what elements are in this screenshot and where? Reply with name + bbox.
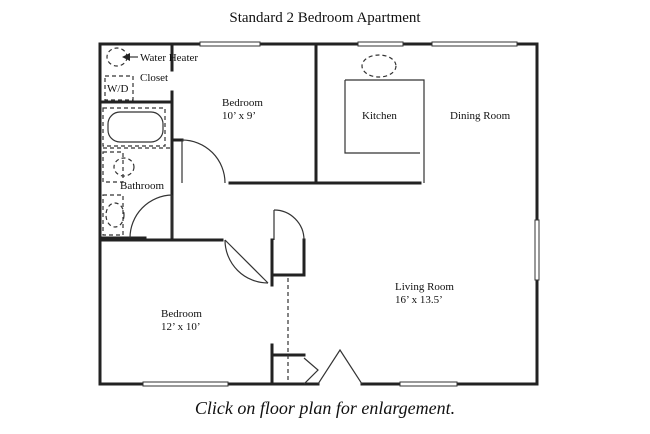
bedroom1-size-label: 10’ x 9’ <box>222 110 256 122</box>
bedroom1-name-label: Bedroom <box>222 97 263 109</box>
bathroom-fixtures <box>102 107 170 236</box>
enlarge-floor-plan-link[interactable]: Click on floor plan for enlargement. <box>194 398 456 418</box>
bathroom-label: Bathroom <box>120 180 164 192</box>
closet-label: Closet <box>140 72 168 84</box>
living-room-name-label: Living Room <box>395 281 454 293</box>
bedroom2-size-label: 12’ x 10’ <box>161 321 201 333</box>
living-room-size-label: 16’ x 13.5’ <box>395 294 443 306</box>
bedroom2-name-label: Bedroom <box>161 308 202 320</box>
kitchen-label: Kitchen <box>362 110 397 122</box>
washer-dryer-label: W/D <box>107 83 128 95</box>
doors <box>129 139 363 385</box>
interior-walls <box>98 42 422 386</box>
windows <box>142 41 540 387</box>
kitchen-counter <box>344 54 425 183</box>
outer-walls <box>98 42 539 386</box>
arrow-left-icon <box>122 53 138 61</box>
water-heater-label: Water Heater <box>140 52 198 64</box>
dining-room-label: Dining Room <box>450 110 511 122</box>
page-title: Standard 2 Bedroom Apartment <box>229 10 421 26</box>
